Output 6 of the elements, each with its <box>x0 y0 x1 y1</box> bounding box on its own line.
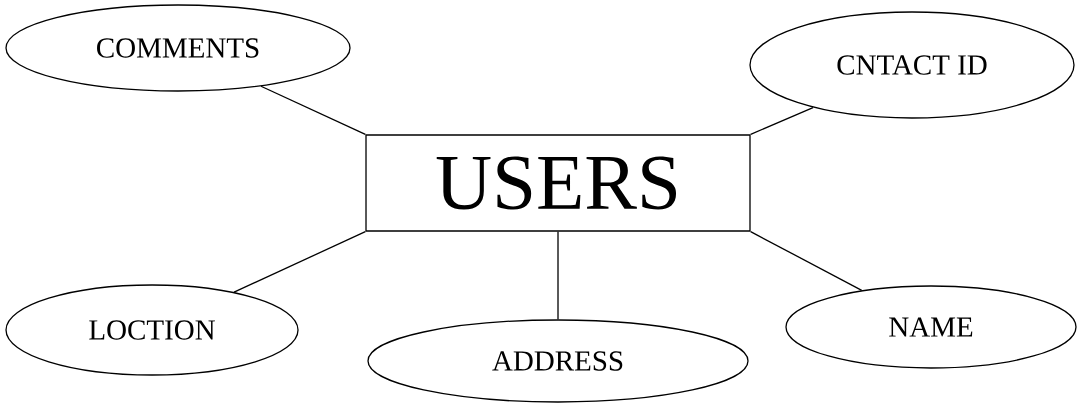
entity-box: USERS <box>365 134 751 232</box>
connector-line <box>233 231 366 293</box>
connector-line <box>750 106 814 135</box>
connector-line <box>750 231 863 291</box>
connector-line <box>260 85 366 135</box>
connector-line <box>557 231 559 320</box>
